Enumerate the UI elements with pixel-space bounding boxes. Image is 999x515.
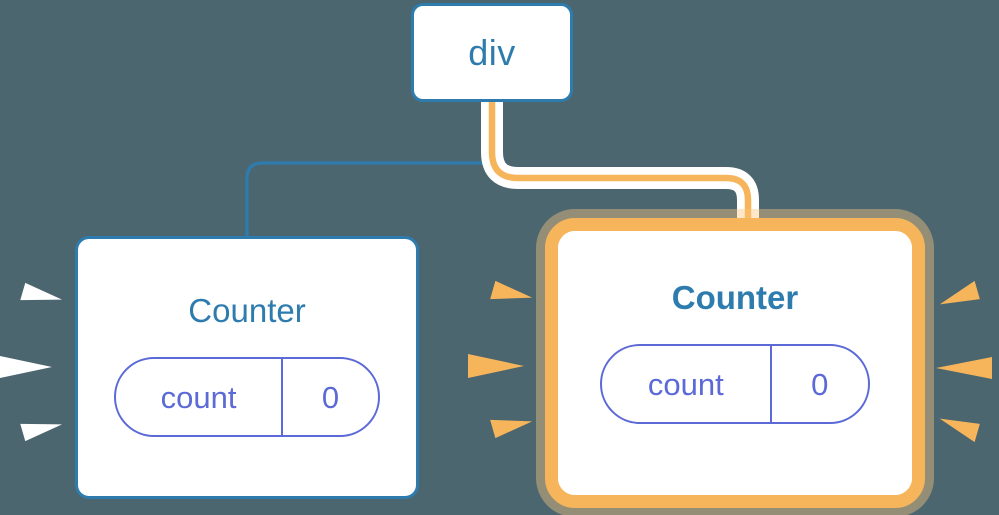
counter-right-state-key: count — [647, 366, 724, 402]
edge-div-to-counter-right-halo — [481, 101, 759, 232]
node-counter-left[interactable]: Counter count 0 — [75, 236, 419, 499]
edge-div-to-counter-left — [245, 101, 494, 238]
counter-left-state-key: count — [160, 379, 237, 415]
counter-right-state-value: 0 — [769, 346, 868, 422]
counter-left-state-pill[interactable]: count 0 — [114, 357, 380, 437]
node-counter-right[interactable]: Counter count 0 — [545, 218, 925, 508]
counter-right-body: Counter count 0 — [558, 231, 912, 495]
counter-left-state-value: 0 — [281, 359, 378, 435]
burst-ray-middle — [936, 357, 992, 379]
burst-ray-middle — [0, 356, 52, 378]
counter-left-body: Counter count 0 — [78, 239, 416, 496]
burst-ray-middle — [468, 354, 524, 378]
counter-right-title: Counter — [671, 279, 799, 316]
counter-left-title: Counter — [188, 292, 306, 329]
counter-right-state-pill[interactable]: count 0 — [600, 344, 870, 424]
node-div[interactable]: div — [411, 3, 573, 102]
node-div-label: div — [468, 31, 516, 73]
edge-div-to-counter-right — [488, 101, 752, 232]
